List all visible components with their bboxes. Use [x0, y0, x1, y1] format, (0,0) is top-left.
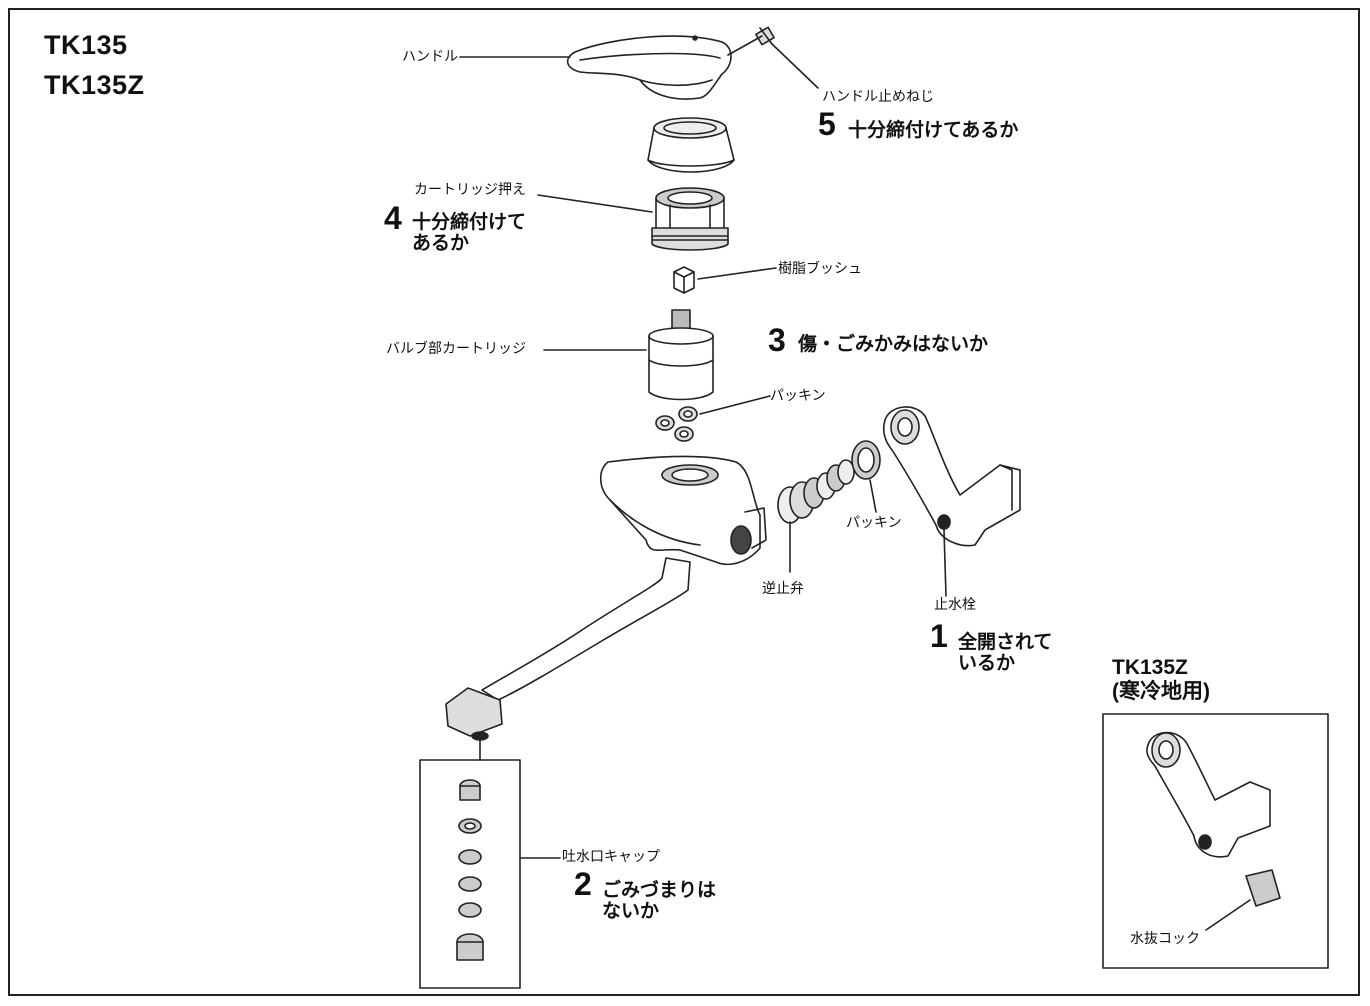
check-4-text: 十分締付けて あるか: [412, 211, 527, 255]
label-spout-cap: 吐水口キャップ: [562, 849, 660, 865]
packing-ring-part: [851, 440, 881, 480]
check-3-text: 傷・ごみかみはないか: [798, 333, 989, 355]
model-name-1: TK135: [44, 30, 128, 60]
resin-bush-part: [673, 266, 695, 294]
check-2-line1: ごみづまりは: [602, 879, 717, 901]
spout-cap-box: [419, 737, 521, 989]
check-5-line1: 十分締付けてあるか: [848, 119, 1019, 141]
check-3-line1: 傷・ごみかみはないか: [798, 333, 989, 355]
check-2-number: 2: [574, 866, 592, 902]
inset-title: TK135Z (寒冷地用): [1112, 656, 1210, 703]
inset-title-note: (寒冷地用): [1112, 679, 1210, 703]
check-1-line2: いるか: [958, 652, 1016, 675]
check-5-text: 十分締付けてあるか: [848, 119, 1019, 141]
handle-part: [566, 35, 732, 100]
check-5-number: 5: [818, 106, 836, 142]
model-name-2: TK135Z: [44, 70, 145, 100]
label-handle: ハンドル: [402, 49, 458, 65]
stop-valve-part: [882, 406, 1021, 547]
label-check-valve: 逆止弁: [762, 581, 804, 597]
label-resin-bush: 樹脂ブッシュ: [778, 261, 862, 277]
check-4-line1: 十分締付けて: [412, 211, 527, 233]
check-3-number: 3: [768, 322, 786, 358]
check-2-text: ごみづまりは ないか: [602, 879, 717, 923]
check-4-line2: あるか: [412, 232, 470, 255]
packing-small-parts: [655, 406, 698, 442]
cap-cover-part: [647, 117, 735, 173]
inset-title-model: TK135Z: [1112, 656, 1188, 679]
spout-part: [445, 557, 691, 741]
leader-lines: [459, 35, 1251, 931]
handle-screw-part: [755, 26, 775, 46]
check-valve-parts: [777, 459, 855, 524]
cartridge-retainer-part: [651, 187, 729, 251]
label-handle-screw: ハンドル止めねじ: [822, 89, 934, 105]
check-1-number: 1: [930, 618, 948, 654]
label-packing-lower: パッキン: [846, 515, 902, 531]
label-packing-upper: パッキン: [770, 388, 826, 404]
cold-region-inset: [1102, 713, 1329, 969]
label-drain-cock: 水抜コック: [1130, 931, 1200, 947]
check-1-line1: 全開されて: [958, 631, 1053, 653]
label-stop-valve: 止水栓: [934, 597, 976, 613]
valve-cartridge-part: [648, 309, 714, 401]
label-cartridge-retainer: カートリッジ押え: [414, 182, 526, 198]
check-1-text: 全開されて いるか: [958, 631, 1053, 675]
check-2-line2: ないか: [602, 900, 660, 923]
faucet-body-part: [599, 455, 767, 566]
check-4-number: 4: [384, 200, 402, 236]
label-valve-cartridge: バルブ部カートリッジ: [386, 341, 526, 357]
diagram-frame: [8, 8, 1360, 996]
